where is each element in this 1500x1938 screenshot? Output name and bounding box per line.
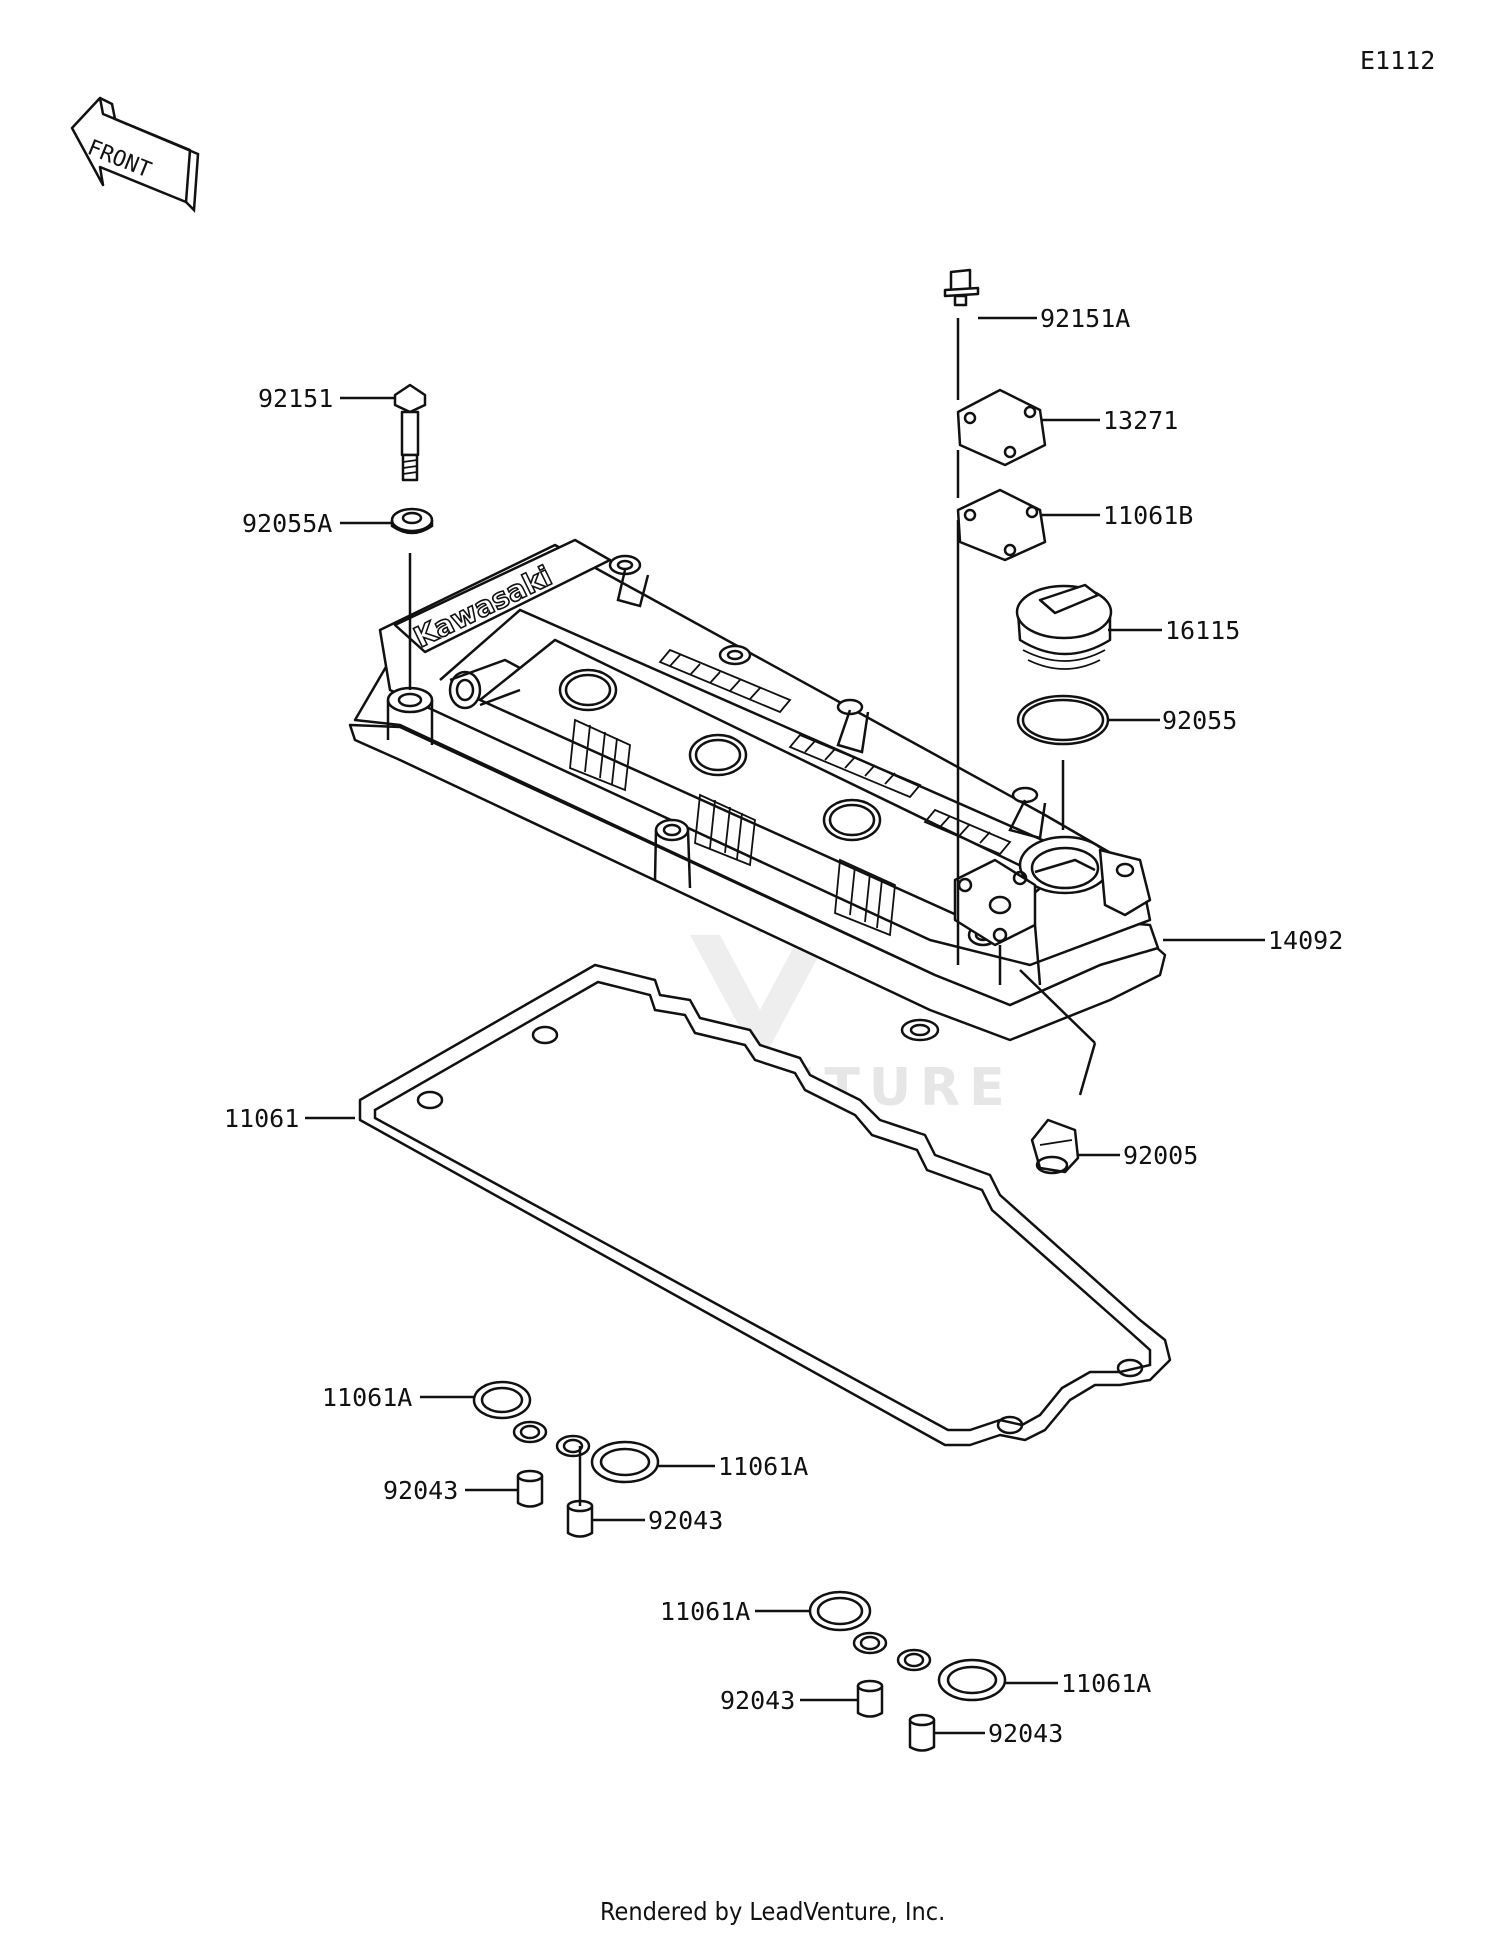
plug-hole-gasket-set-1 (472, 1380, 548, 1508)
oil-filler-cap-16115 (1015, 583, 1113, 670)
plug-hole-gasket-set-3 (808, 1590, 888, 1718)
callout-92055a: 92055A (242, 509, 332, 538)
gasket-11061b (956, 488, 1047, 562)
callout-92151: 92151 (258, 384, 333, 413)
diagram-code: E1112 (1360, 46, 1435, 75)
callout-92043-1: 92043 (383, 1476, 458, 1505)
leader-lines (305, 316, 1265, 1735)
head-cover-gasket-11061 (358, 963, 1172, 1447)
callout-11061a-3: 11061A (660, 1597, 750, 1626)
callout-92043-3: 92043 (720, 1686, 795, 1715)
callout-92005: 92005 (1123, 1141, 1198, 1170)
fitting-92005 (1030, 1118, 1080, 1175)
callout-labels: 92151A 13271 11061B 16115 92055 14092 92… (224, 304, 1343, 1748)
front-arrow-icon: FRONT (70, 96, 200, 213)
bolt-92151a (943, 268, 980, 307)
o-ring-92055 (1016, 694, 1110, 746)
callout-16115: 16115 (1165, 616, 1240, 645)
callout-11061b: 11061B (1103, 501, 1193, 530)
bolt-92151 (393, 383, 427, 482)
callout-92043-2: 92043 (648, 1506, 723, 1535)
callout-92151a: 92151A (1040, 304, 1130, 333)
footer-credit: Rendered by LeadVenture, Inc. (600, 1897, 945, 1926)
callout-11061: 11061 (224, 1104, 299, 1133)
callout-13271: 13271 (1103, 406, 1178, 435)
plug-hole-gasket-set-2 (555, 1434, 660, 1538)
callout-92055: 92055 (1162, 706, 1237, 735)
callout-14092: 14092 (1268, 926, 1343, 955)
breather-cover-13271 (956, 388, 1047, 467)
callout-11061a-4: 11061A (1061, 1669, 1151, 1698)
plug-hole-gasket-set-4 (896, 1648, 1007, 1752)
callout-92043-4: 92043 (988, 1719, 1063, 1748)
callout-11061a-2: 11061A (718, 1452, 808, 1481)
washer-92055a (390, 507, 434, 535)
callout-11061a-1: 11061A (322, 1383, 412, 1412)
